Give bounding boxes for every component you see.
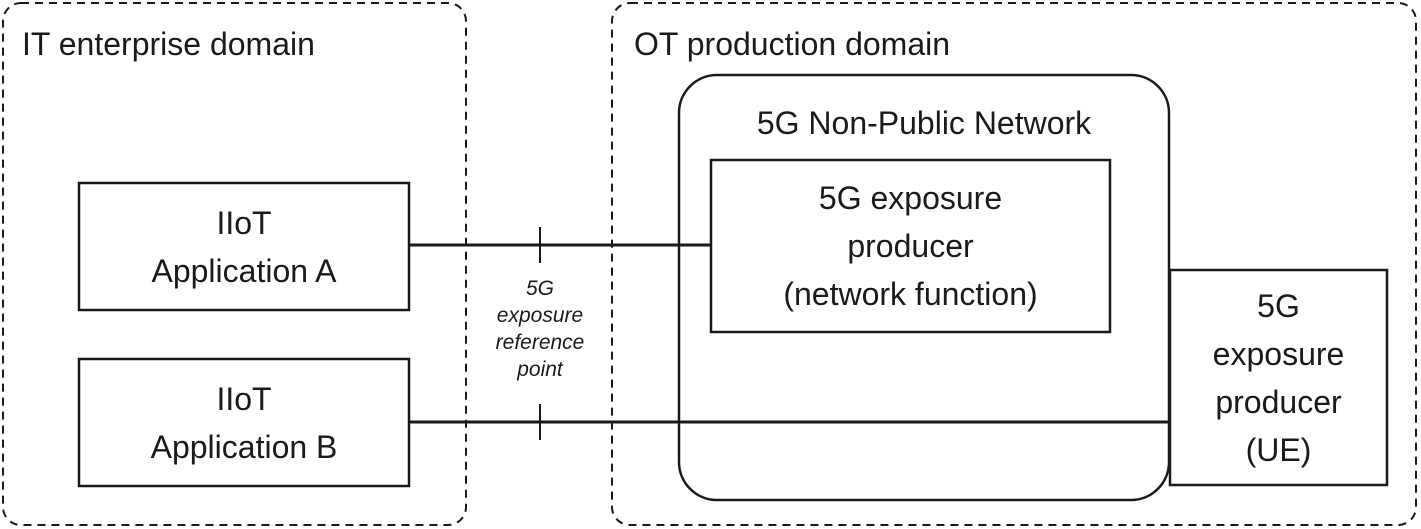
producer-ue-label: 5G exposure producer (UE): [1170, 270, 1387, 485]
reference-point-line-1: 5G: [525, 277, 554, 300]
app-b-label: IIoT Application B: [79, 359, 409, 486]
app-a-label: IIoT Application A: [79, 183, 409, 310]
app-b-line-2: Application B: [150, 428, 338, 465]
it-domain-boundary: [2, 2, 467, 526]
app-b-line-1: IIoT: [216, 380, 272, 417]
reference-point-line-2: exposure: [496, 304, 584, 327]
app-a-line-2: Application A: [151, 252, 337, 289]
npn-title: 5G Non-Public Network: [756, 105, 1092, 141]
ot-domain-boundary: [611, 2, 1417, 526]
producer-ue-line-3: producer: [1215, 383, 1342, 420]
producer-nf-line-1: 5G exposure: [818, 180, 1003, 216]
reference-point-label: 5G exposure reference point: [460, 275, 620, 383]
reference-point-line-4: point: [517, 358, 563, 381]
reference-point-line-3: reference: [495, 331, 585, 354]
producer-ue-line-4: (UE): [1245, 431, 1312, 468]
producer-nf-line-3: (network function): [783, 276, 1038, 312]
ot-domain-title: OT production domain: [634, 26, 951, 62]
producer-nf-label: 5G exposure producer (network function): [711, 160, 1110, 332]
producer-nf-line-2: producer: [847, 228, 974, 264]
app-a-box: [77, 181, 411, 312]
it-domain-title: IT enterprise domain: [22, 26, 315, 62]
producer-nf-box: [709, 158, 1112, 334]
producer-ue-line-2: exposure: [1212, 335, 1345, 372]
app-a-line-1: IIoT: [216, 204, 272, 241]
producer-ue-line-1: 5G: [1257, 287, 1300, 324]
producer-ue-box: [1168, 268, 1389, 487]
